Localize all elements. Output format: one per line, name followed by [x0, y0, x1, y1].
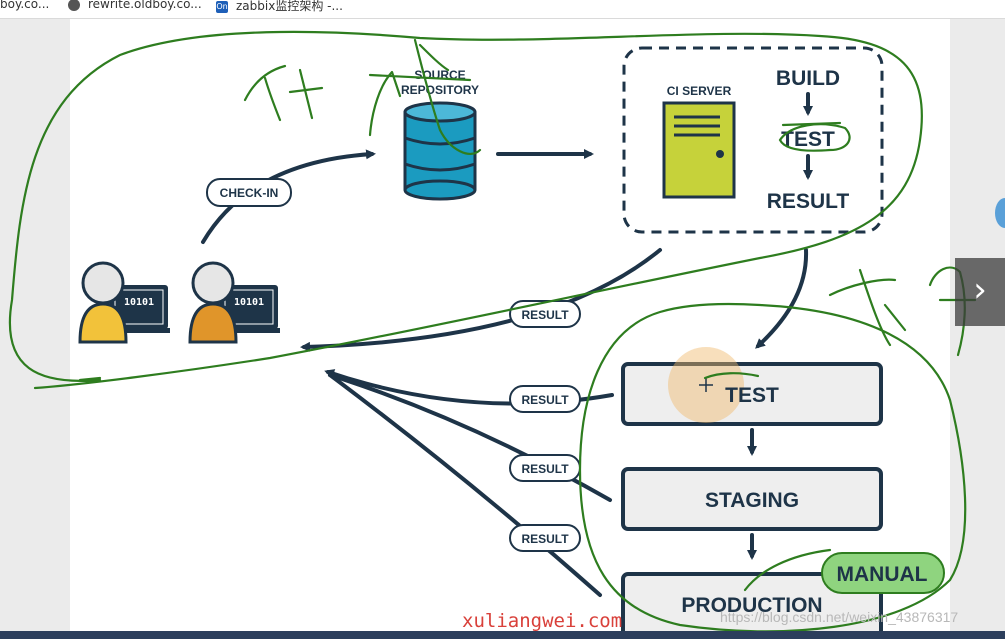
- ci-server-label: CI SERVER: [667, 84, 732, 98]
- staging-stage-box: [621, 467, 883, 531]
- developer-code-2: 10101: [234, 297, 264, 308]
- bookmark-item[interactable]: boy.co...: [0, 0, 50, 11]
- ci-result-arrow: [300, 248, 662, 352]
- test-stage-label: TEST: [725, 384, 779, 407]
- server-icon: [662, 101, 736, 199]
- site-watermark: xuliangwei.com: [462, 610, 623, 632]
- result-pill-label: RESULT: [521, 532, 569, 546]
- build-label: BUILD: [776, 67, 840, 90]
- annotation-scribble: [368, 38, 482, 156]
- csdn-watermark: https://blog.csdn.net/weixin_43876317: [720, 609, 959, 625]
- csdn-icon: On: [216, 0, 228, 13]
- annotation-scribble: [828, 266, 977, 357]
- annotation-circle-test: [778, 121, 851, 152]
- ci-result-label: RESULT: [767, 190, 850, 213]
- annotation-loop-top: [8, 30, 923, 390]
- result-pill: [509, 524, 581, 552]
- developer-icon: [188, 261, 280, 344]
- result-pill-label: RESULT: [521, 308, 569, 322]
- result-pill: [509, 300, 581, 328]
- ci-to-test-stage-arrow: [755, 248, 809, 349]
- manual-highlight: [821, 552, 945, 594]
- database-icon: [403, 101, 477, 201]
- test-stage-box: [621, 362, 883, 426]
- annotation-underline: [703, 372, 760, 380]
- manual-label: MANUAL: [837, 563, 928, 586]
- production-result-arrow: [328, 373, 602, 597]
- check-in-pill: [206, 178, 292, 207]
- production-stage-label: PRODUCTION: [681, 594, 822, 617]
- crosshair-cursor-icon: [699, 378, 713, 392]
- chevron-right-icon: ›: [973, 270, 987, 310]
- annotation-stroke: [743, 548, 832, 592]
- check-in-label: CHECK-IN: [220, 186, 279, 200]
- annotation-loop-bottom: [578, 302, 967, 633]
- taskbar: [0, 631, 1005, 639]
- developer-code-1: 10101: [124, 297, 154, 308]
- result-pill-label: RESULT: [521, 393, 569, 407]
- staging-stage-label: STAGING: [705, 489, 799, 512]
- side-button[interactable]: [995, 198, 1005, 228]
- annotation-scribble: [243, 64, 324, 122]
- next-slide-button[interactable]: ›: [955, 258, 1005, 326]
- globe-icon: [68, 0, 80, 11]
- result-pill: [509, 385, 581, 413]
- ci-server-box: [622, 46, 884, 234]
- developer-icon: [78, 261, 170, 344]
- annotation-stroke: [78, 376, 102, 382]
- result-pill-label: RESULT: [521, 462, 569, 476]
- bookmark-item[interactable]: rewrite.oldboy.co...: [68, 0, 202, 11]
- source-repository-label-2: REPOSITORY: [401, 83, 479, 97]
- ci-test-label: TEST: [781, 128, 835, 151]
